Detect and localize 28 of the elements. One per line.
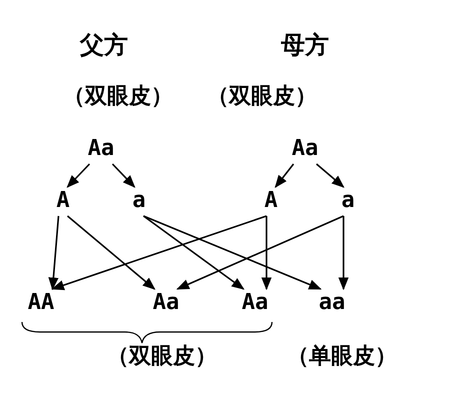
arrow: [66, 163, 90, 188]
genotype-text: Aa: [240, 291, 270, 315]
phenotype-label: （双眼皮）: [107, 343, 217, 371]
arrow: [143, 215, 322, 290]
phenotype-label: （单眼皮）: [287, 343, 397, 371]
parent-heading: 母方: [281, 30, 329, 61]
arrow: [316, 163, 344, 188]
arrow: [66, 215, 156, 290]
arrow: [176, 215, 344, 290]
genotype-text: Aa: [290, 137, 320, 161]
phenotype-label: （双眼皮）: [207, 83, 317, 111]
phenotype-label: （双眼皮）: [63, 83, 173, 111]
genotype-text: a: [130, 189, 148, 213]
genotype-text: A: [262, 189, 280, 213]
genotype-text: a: [339, 189, 357, 213]
genotype-text: A: [54, 189, 72, 213]
arrow: [112, 163, 136, 188]
genotype-text: aa: [316, 291, 348, 315]
genotype-text: Aa: [86, 137, 116, 161]
arrow: [261, 216, 272, 290]
arrow: [51, 215, 267, 290]
arrow: [274, 164, 294, 188]
arrow: [338, 216, 349, 290]
arrow: [143, 215, 245, 290]
parent-heading: 父方: [80, 30, 128, 61]
arrow: [48, 216, 60, 290]
genotype-text: AA: [26, 291, 56, 315]
genotype-text: Aa: [150, 291, 182, 315]
